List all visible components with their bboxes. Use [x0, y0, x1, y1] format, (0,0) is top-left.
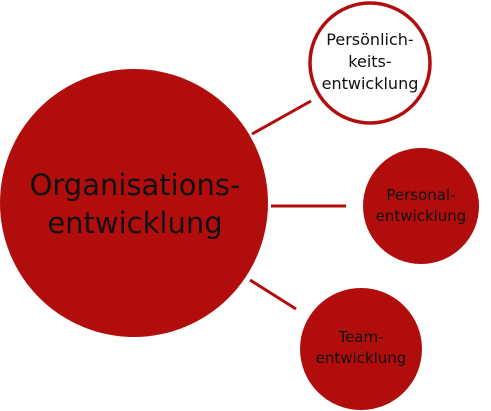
- label-line: entwicklung: [321, 74, 419, 93]
- label-line: Team-: [338, 328, 384, 346]
- circle-persoenlichkeitsentwicklung: [308, 1, 432, 125]
- label-organisationsentwicklung: Organisations- entwicklung: [4, 154, 266, 254]
- label-line: entwicklung: [375, 207, 467, 225]
- circle-organisationsentwicklung: [0, 69, 268, 337]
- circle-personalentwicklung: [363, 148, 479, 264]
- label-line: Personal-: [386, 186, 456, 204]
- label-line: keits-: [348, 52, 392, 71]
- label-personalentwicklung: Personal- entwicklung: [364, 181, 478, 231]
- label-line: entwicklung: [47, 206, 223, 240]
- label-teamentwicklung: Team- entwicklung: [299, 324, 423, 372]
- label-persoenlichkeitsentwicklung: Persönlich- keits- entwicklung: [318, 28, 422, 96]
- connector-to-teamentwicklung: [249, 278, 297, 311]
- label-line: entwicklung: [315, 349, 407, 367]
- label-line: Organisations-: [29, 168, 241, 202]
- label-line: Persönlich-: [326, 30, 414, 49]
- circle-teamentwicklung: [300, 288, 422, 410]
- connector-to-persoenlichkeitsentwicklung: [251, 99, 312, 136]
